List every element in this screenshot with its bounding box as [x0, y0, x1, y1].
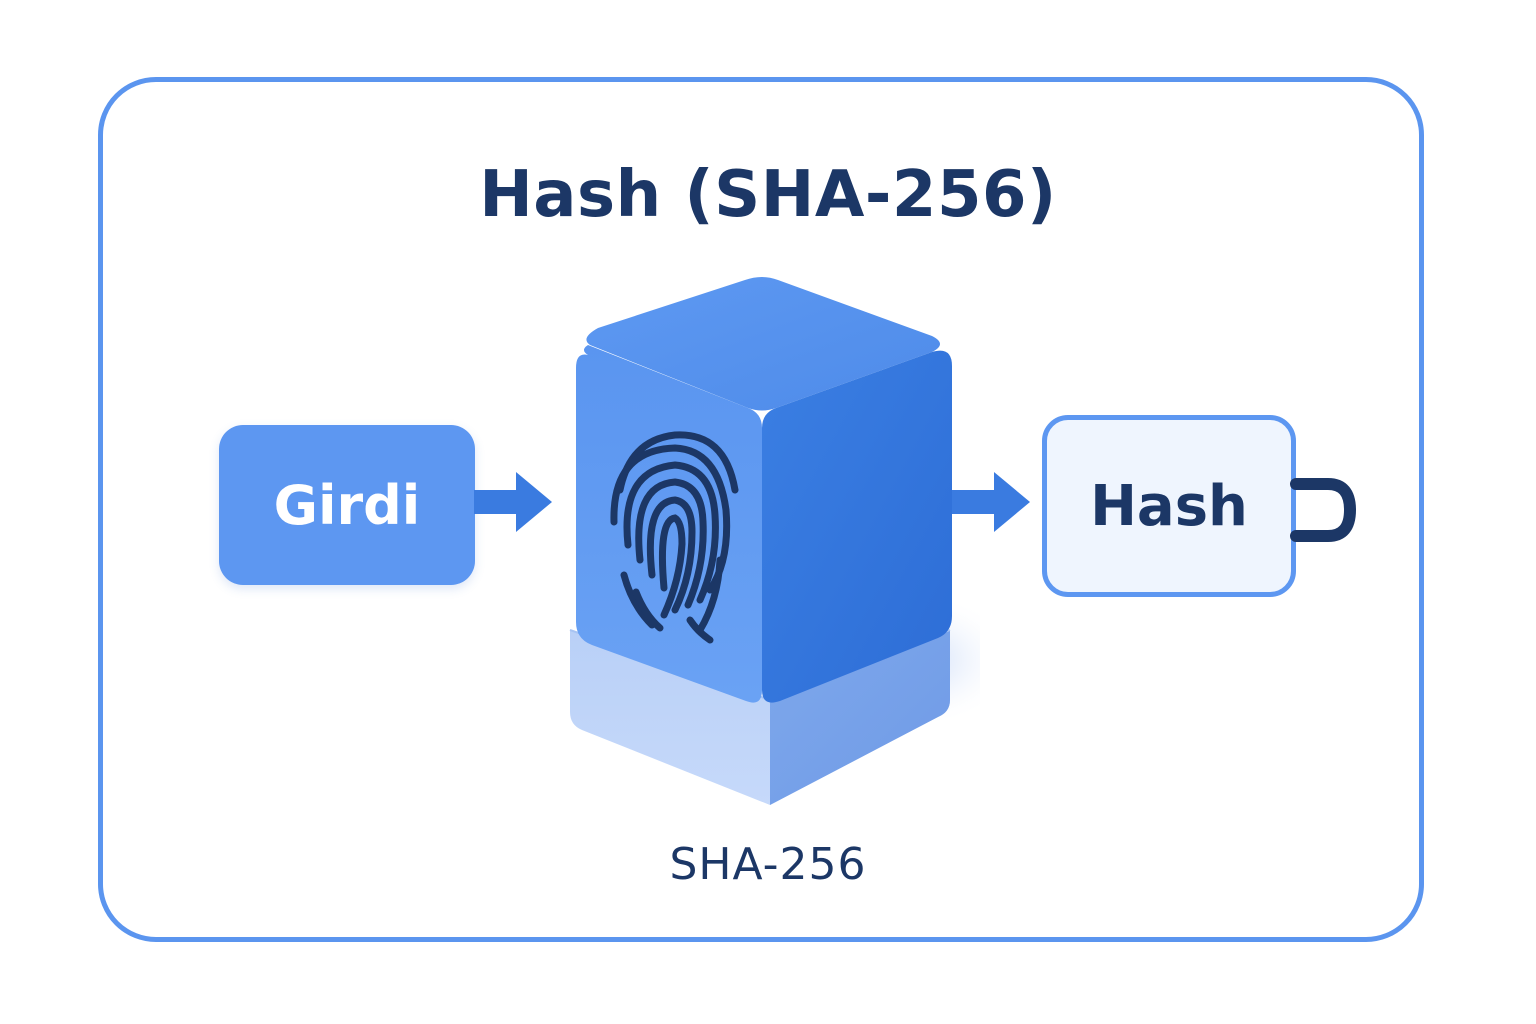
hash-output-box: Hash [1042, 415, 1296, 597]
sha256-cube [569, 277, 980, 805]
hash-output-label: Hash [1090, 473, 1248, 539]
diagram-title: Hash (SHA-256) [479, 158, 1057, 232]
input-box: Girdi [219, 425, 475, 585]
tag-loop-icon [1290, 478, 1357, 542]
processor-label: SHA-256 [669, 839, 867, 890]
input-label: Girdi [273, 473, 421, 537]
input-arrow-icon [474, 472, 552, 532]
fingerprint-icon [610, 431, 739, 644]
output-arrow-icon [952, 472, 1030, 532]
